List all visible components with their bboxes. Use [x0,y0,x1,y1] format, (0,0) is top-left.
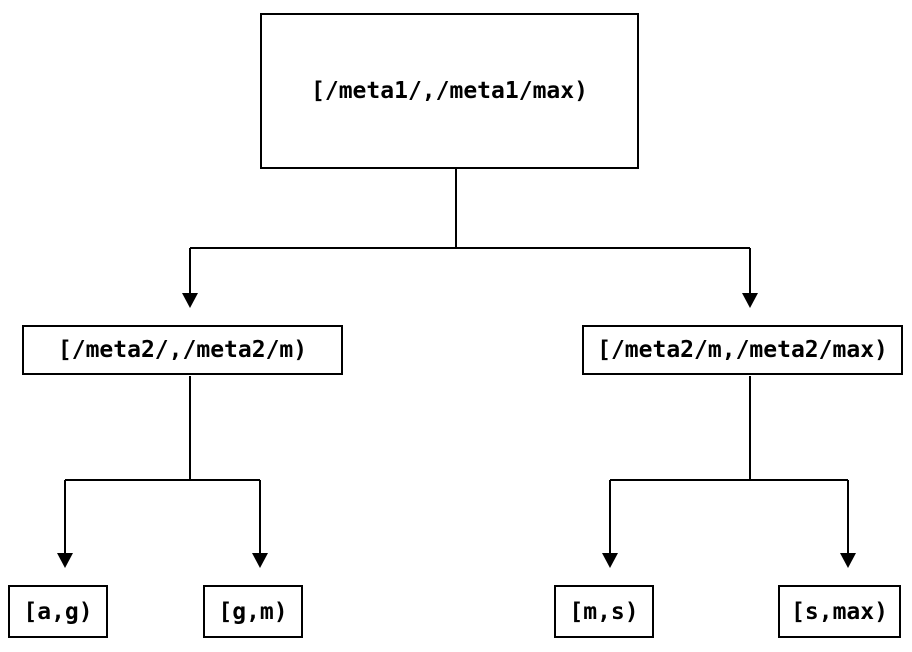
node-root: [/meta1/,/meta1/max) [260,13,639,169]
node-leaf-ag-label: [a,g) [23,598,93,625]
node-right-subrange: [/meta2/m,/meta2/max) [582,325,903,375]
edge-root-children [182,169,758,308]
edge-right-children [602,376,856,568]
edge-line [64,376,261,553]
node-leaf-ms: [m,s) [554,585,654,638]
edge-line [189,169,751,293]
node-leaf-ms-label: [m,s) [569,598,639,625]
node-leaf-gm: [g,m) [203,585,303,638]
arrow-down-icon [182,293,198,308]
arrow-down-icon [57,553,73,568]
arrow-down-icon [840,553,856,568]
node-right-label: [/meta2/m,/meta2/max) [597,337,888,363]
node-left-subrange: [/meta2/,/meta2/m) [22,325,343,375]
arrow-down-icon [252,553,268,568]
node-leaf-smax: [s,max) [778,585,901,638]
node-leaf-smax-label: [s,max) [791,598,888,625]
arrow-down-icon [742,293,758,308]
edge-line [609,376,849,553]
node-leaf-ag: [a,g) [8,585,108,638]
node-leaf-gm-label: [g,m) [218,598,288,625]
arrow-down-icon [602,553,618,568]
edge-left-children [57,376,268,568]
node-root-label: [/meta1/,/meta1/max) [311,78,588,104]
node-left-label: [/meta2/,/meta2/m) [57,337,308,363]
